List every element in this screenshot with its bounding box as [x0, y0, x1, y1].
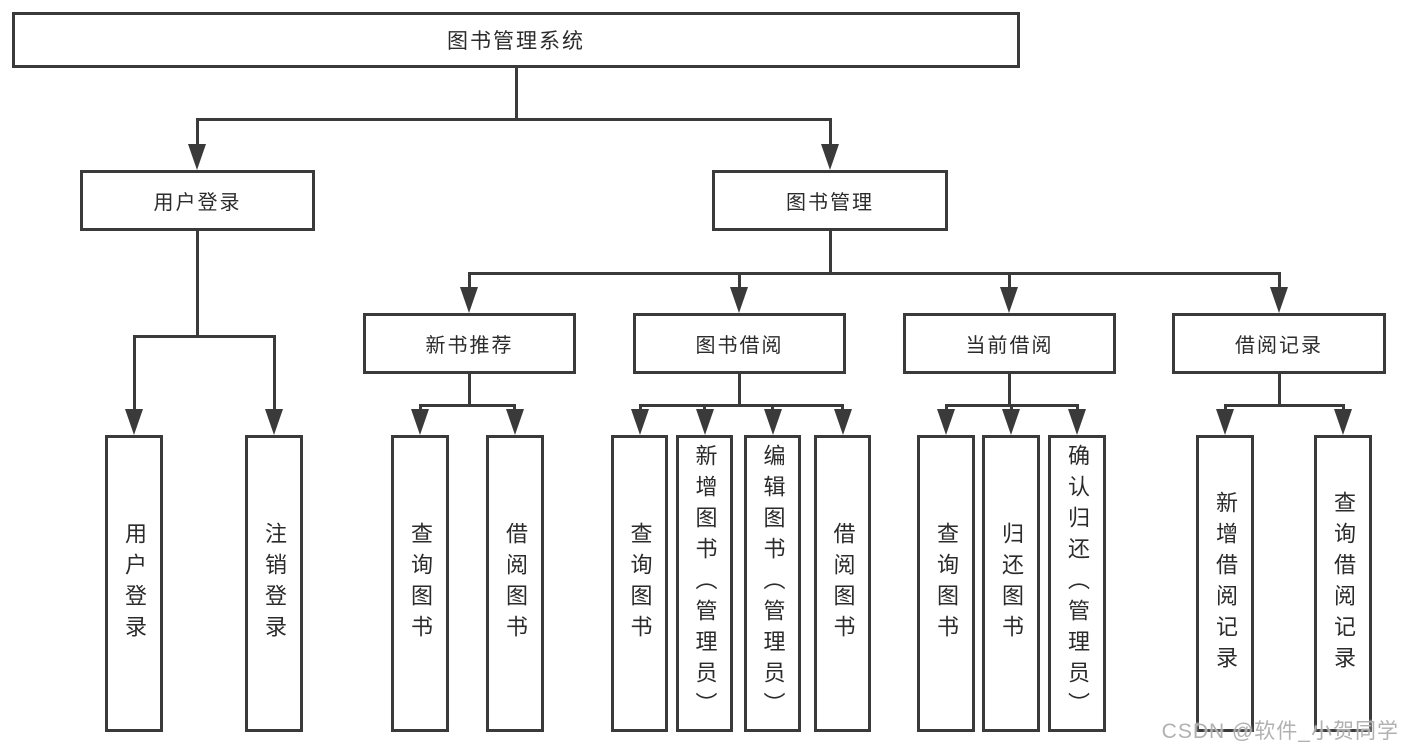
connector-line: [829, 118, 832, 155]
leaf-logout: 注销登录: [245, 435, 303, 732]
connector-line: [196, 229, 199, 338]
leaf-user-login: 用户登录: [105, 435, 163, 732]
node-book-management: 图书管理: [712, 170, 948, 231]
arrow-down-icon: [631, 409, 649, 435]
node-book-borrowing: 图书借阅: [633, 313, 846, 374]
csdn-watermark: CSDN @软件_小贺同学: [1161, 720, 1399, 743]
connector-line: [468, 272, 471, 298]
leaf-query-books-recommend: 查询图书: [391, 435, 449, 732]
arrow-down-icon: [937, 409, 955, 435]
node-new-book-recommendation: 新书推荐: [363, 313, 576, 374]
arrow-down-icon: [411, 409, 429, 435]
connector-line: [738, 272, 741, 298]
connector-line: [468, 272, 1280, 275]
arrow-down-icon: [1216, 409, 1234, 435]
connector-line: [468, 372, 471, 407]
connector-line: [196, 118, 832, 121]
connector-line: [419, 404, 516, 407]
arrow-down-icon: [730, 287, 748, 313]
arrow-down-icon: [1000, 287, 1018, 313]
arrow-down-icon: [125, 409, 143, 435]
arrow-down-icon: [764, 409, 782, 435]
arrow-down-icon: [821, 144, 839, 170]
leaf-edit-books-admin: 编辑图书（管理员）: [744, 435, 801, 732]
leaf-borrow-books-borrowing: 借阅图书: [814, 435, 871, 732]
leaf-query-borrow-record: 查询借阅记录: [1314, 435, 1372, 732]
connector-line: [196, 118, 199, 155]
arrow-down-icon: [1002, 409, 1020, 435]
connector-line: [1224, 404, 1344, 407]
leaf-query-books-current: 查询图书: [917, 435, 975, 732]
node-user-login: 用户登录: [80, 170, 315, 231]
connector-line: [829, 229, 832, 275]
arrow-down-icon: [188, 144, 206, 170]
leaf-add-borrow-record: 新增借阅记录: [1196, 435, 1254, 732]
connector-line: [1278, 272, 1281, 298]
arrow-down-icon: [460, 287, 478, 313]
connector-line: [515, 66, 518, 121]
node-borrowing-records: 借阅记录: [1172, 313, 1386, 374]
connector-line: [1008, 272, 1011, 298]
leaf-borrow-books-recommend: 借阅图书: [486, 435, 544, 732]
arrow-down-icon: [506, 409, 524, 435]
connector-line: [738, 372, 741, 407]
connector-line: [1278, 372, 1281, 407]
arrow-down-icon: [834, 409, 852, 435]
node-current-borrowing: 当前借阅: [903, 313, 1116, 374]
arrow-down-icon: [1270, 287, 1288, 313]
leaf-confirm-return-admin: 确认归还（管理员）: [1048, 435, 1106, 732]
connector-line: [639, 404, 844, 407]
connector-line: [133, 335, 136, 420]
connector-line: [273, 335, 276, 420]
arrow-down-icon: [265, 409, 283, 435]
connector-line: [133, 335, 275, 338]
leaf-return-books: 归还图书: [982, 435, 1040, 732]
node-library-management-system: 图书管理系统: [12, 12, 1020, 68]
leaf-query-books-borrowing: 查询图书: [611, 435, 668, 732]
arrow-down-icon: [696, 409, 714, 435]
leaf-add-books-admin: 新增图书（管理员）: [676, 435, 733, 732]
arrow-down-icon: [1068, 409, 1086, 435]
arrow-down-icon: [1334, 409, 1352, 435]
connector-line: [1008, 372, 1011, 407]
